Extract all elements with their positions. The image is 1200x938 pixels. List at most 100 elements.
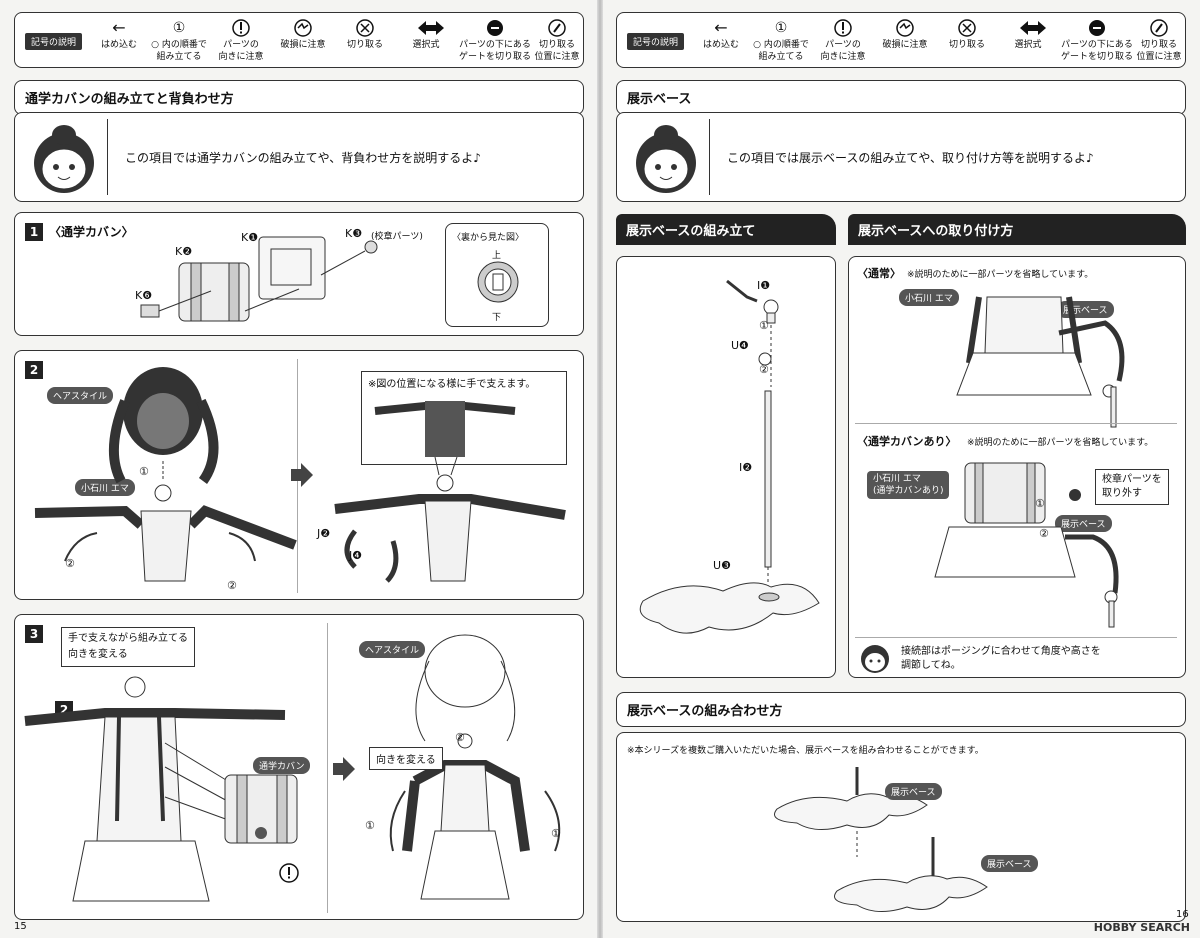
exclamation-icon bbox=[279, 863, 299, 883]
broken-part-icon bbox=[294, 19, 312, 37]
step3-divider bbox=[327, 623, 328, 913]
bag-mount-title: 〈通学カバンあり〉 bbox=[857, 435, 957, 448]
exclamation-icon bbox=[232, 19, 250, 37]
arrow-left-icon: ← bbox=[714, 18, 728, 37]
part-k1-label: K❶ bbox=[241, 231, 259, 244]
order-2-label: ② bbox=[759, 363, 769, 376]
section-title: 通学カバンの組み立てと背負わせ方 bbox=[14, 80, 584, 115]
gate-cut-icon bbox=[1089, 20, 1105, 36]
school-emblem-icon bbox=[477, 261, 519, 303]
exclamation-icon bbox=[834, 19, 852, 37]
step1-title: 〈通学カバン〉 bbox=[49, 225, 134, 239]
legend-item-direction: パーツの 向きに注意 bbox=[813, 19, 873, 63]
legend-item-fit: ← はめ込む bbox=[702, 18, 739, 51]
combine-base2-label: 展示ベース bbox=[981, 855, 1038, 872]
bag-mount-note: ※説明のために一部パーツを省略しています。 bbox=[967, 438, 1154, 448]
legend-item-direction: パーツの 向きに注意 bbox=[211, 19, 271, 63]
bag-parts-illustration bbox=[140, 236, 378, 322]
position-cut-icon bbox=[548, 19, 566, 37]
jacket-illustration bbox=[334, 401, 566, 583]
assembly-title-bar: 展示ベースの組み立て bbox=[616, 214, 836, 245]
part-i2-label: I❷ bbox=[739, 461, 753, 474]
symbol-legend: 記号の説明 ← はめ込む ① ○ 内の順番で 組み立てる パーツの 向きに注意 … bbox=[14, 12, 584, 68]
next-arrow-icon bbox=[333, 757, 355, 781]
legend-item-gate: パーツの下にある ゲートを切り取る bbox=[459, 19, 531, 63]
part-k6-label: K❻ bbox=[135, 289, 153, 302]
combine-box: ※本シリーズを複数ご購入いただいた場合、展示ベースを組み合わせることができます。… bbox=[616, 732, 1186, 922]
legend-item-broken: 破損に注意 bbox=[277, 19, 329, 51]
legend-item-order: ① ○ 内の順番で 組み立てる bbox=[753, 20, 809, 62]
intro-divider bbox=[709, 119, 710, 195]
gate-cut-icon bbox=[487, 20, 503, 36]
legend-item-gate: パーツの下にある ゲートを切り取る bbox=[1061, 19, 1133, 63]
bag-figure-label: 小石川 エマ (通学カバンあり) bbox=[867, 471, 950, 499]
order-2b-label: ② bbox=[227, 579, 237, 592]
legend-item-broken: 破損に注意 bbox=[879, 19, 931, 51]
page-number-left: 15 bbox=[14, 921, 27, 932]
step2-number: 2 bbox=[25, 361, 43, 379]
legend-item-cut: 切り取る bbox=[943, 19, 991, 51]
part-k2-label: K❷ bbox=[175, 245, 193, 258]
step2-box: 2 ヘアスタイル 小石川 エマ ① ② ② ※図の位置になる様に手で支えます。 bbox=[14, 350, 584, 600]
step3-box: 3 手で支えながら組み立てる 向きを変える 2 通学カバン ヘアスタイル bbox=[14, 614, 584, 920]
intro-divider bbox=[107, 119, 108, 195]
order-1-label: ① bbox=[759, 319, 769, 332]
inset-up-label: 上 bbox=[492, 251, 502, 261]
part-k3-note: (校章パーツ) bbox=[371, 232, 423, 242]
normal-mount-note: ※説明のために一部パーツを省略しています。 bbox=[907, 270, 1094, 280]
legend-item-choice: 選択式 bbox=[1005, 19, 1051, 51]
intro-text: この項目では通学カバンの組み立てや、背負わせ方を説明するよ♪ bbox=[125, 151, 481, 165]
cut-icon bbox=[958, 19, 976, 37]
circle-number-icon: ① bbox=[774, 20, 788, 36]
circle-number-icon: ① bbox=[172, 20, 186, 36]
part-j4-label: J❹ bbox=[349, 549, 363, 562]
broken-part-icon bbox=[896, 19, 914, 37]
figure-name-label: 小石川 エマ bbox=[75, 479, 135, 496]
assembly-box: I❶ ① U❹ ② I❷ U❸ bbox=[616, 256, 836, 678]
order-1-label: ① bbox=[1035, 497, 1045, 510]
order-2-label: ② bbox=[1039, 527, 1049, 540]
order-2-label: ② bbox=[455, 731, 465, 744]
combine-note: ※本シリーズを複数ご購入いただいた場合、展示ベースを組み合わせることができます。 bbox=[627, 746, 984, 756]
display-base-assembly-illustration bbox=[639, 279, 820, 634]
intro-box: この項目では通学カバンの組み立てや、背負わせ方を説明するよ♪ bbox=[14, 112, 584, 202]
bag-base-label: 展示ベース bbox=[1055, 515, 1112, 532]
intro-text: この項目では展示ベースの組み立てや、取り付け方等を説明するよ♪ bbox=[727, 151, 1094, 165]
step3-note-callout: 手で支えながら組み立てる 向きを変える bbox=[61, 627, 195, 667]
section-title: 展示ベース bbox=[616, 80, 1186, 115]
hair-style-label: ヘアスタイル bbox=[359, 641, 426, 658]
part-u4-label: U❹ bbox=[731, 339, 749, 352]
legend-item-fit: ← はめ込む bbox=[100, 18, 137, 51]
combine-bases-illustration bbox=[774, 767, 988, 912]
order-2a-label: ② bbox=[65, 557, 75, 570]
position-cut-icon bbox=[1150, 19, 1168, 37]
watermark-text: HOBBY SEARCH bbox=[1093, 921, 1190, 934]
legend-tag: 記号の説明 bbox=[627, 33, 685, 50]
legend-item-position: 切り取る 位置に注意 bbox=[531, 19, 583, 63]
page-number-right: 16 bbox=[1176, 909, 1189, 920]
tip-divider bbox=[855, 637, 1177, 638]
page-left: 記号の説明 ← はめ込む ① ○ 内の順番で 組み立てる パーツの 向きに注意 … bbox=[0, 0, 598, 938]
normal-mount-title: 〈通常〉 bbox=[857, 267, 901, 280]
inset-down-label: 下 bbox=[492, 313, 502, 323]
legend-item-position: 切り取る 位置に注意 bbox=[1133, 19, 1185, 63]
choice-arrow-icon bbox=[1020, 21, 1046, 35]
assembled-figure-illustration bbox=[389, 634, 561, 900]
hair-body-illustration bbox=[34, 367, 297, 582]
inset-title: 〈裏から見た図〉 bbox=[452, 233, 525, 243]
step1-box: 1 〈通学カバン〉 K❷ K❶ K❸ (校章パーツ) K❻ 〈裏から見た図〉 上 bbox=[14, 212, 584, 336]
part-u3-label: U❸ bbox=[713, 559, 731, 572]
legend-tag: 記号の説明 bbox=[25, 33, 83, 50]
figure-with-bag-illustration bbox=[24, 676, 298, 902]
symbol-legend: 記号の説明 ← はめ込む ① ○ 内の順番で 組み立てる パーツの 向きに注意 … bbox=[616, 12, 1186, 68]
part-i1-label: I❶ bbox=[757, 279, 771, 292]
school-bag-label: 通学カバン bbox=[253, 757, 311, 774]
normal-mount-illustration bbox=[956, 296, 1125, 428]
step1-number: 1 bbox=[25, 223, 43, 241]
next-arrow-icon bbox=[291, 463, 313, 487]
order-1-label: ① bbox=[139, 465, 149, 478]
order-1b-label: ① bbox=[551, 827, 561, 840]
hair-style-label: ヘアスタイル bbox=[47, 387, 114, 404]
legend-item-cut: 切り取る bbox=[341, 19, 389, 51]
part-j2-label: J❷ bbox=[317, 527, 331, 540]
